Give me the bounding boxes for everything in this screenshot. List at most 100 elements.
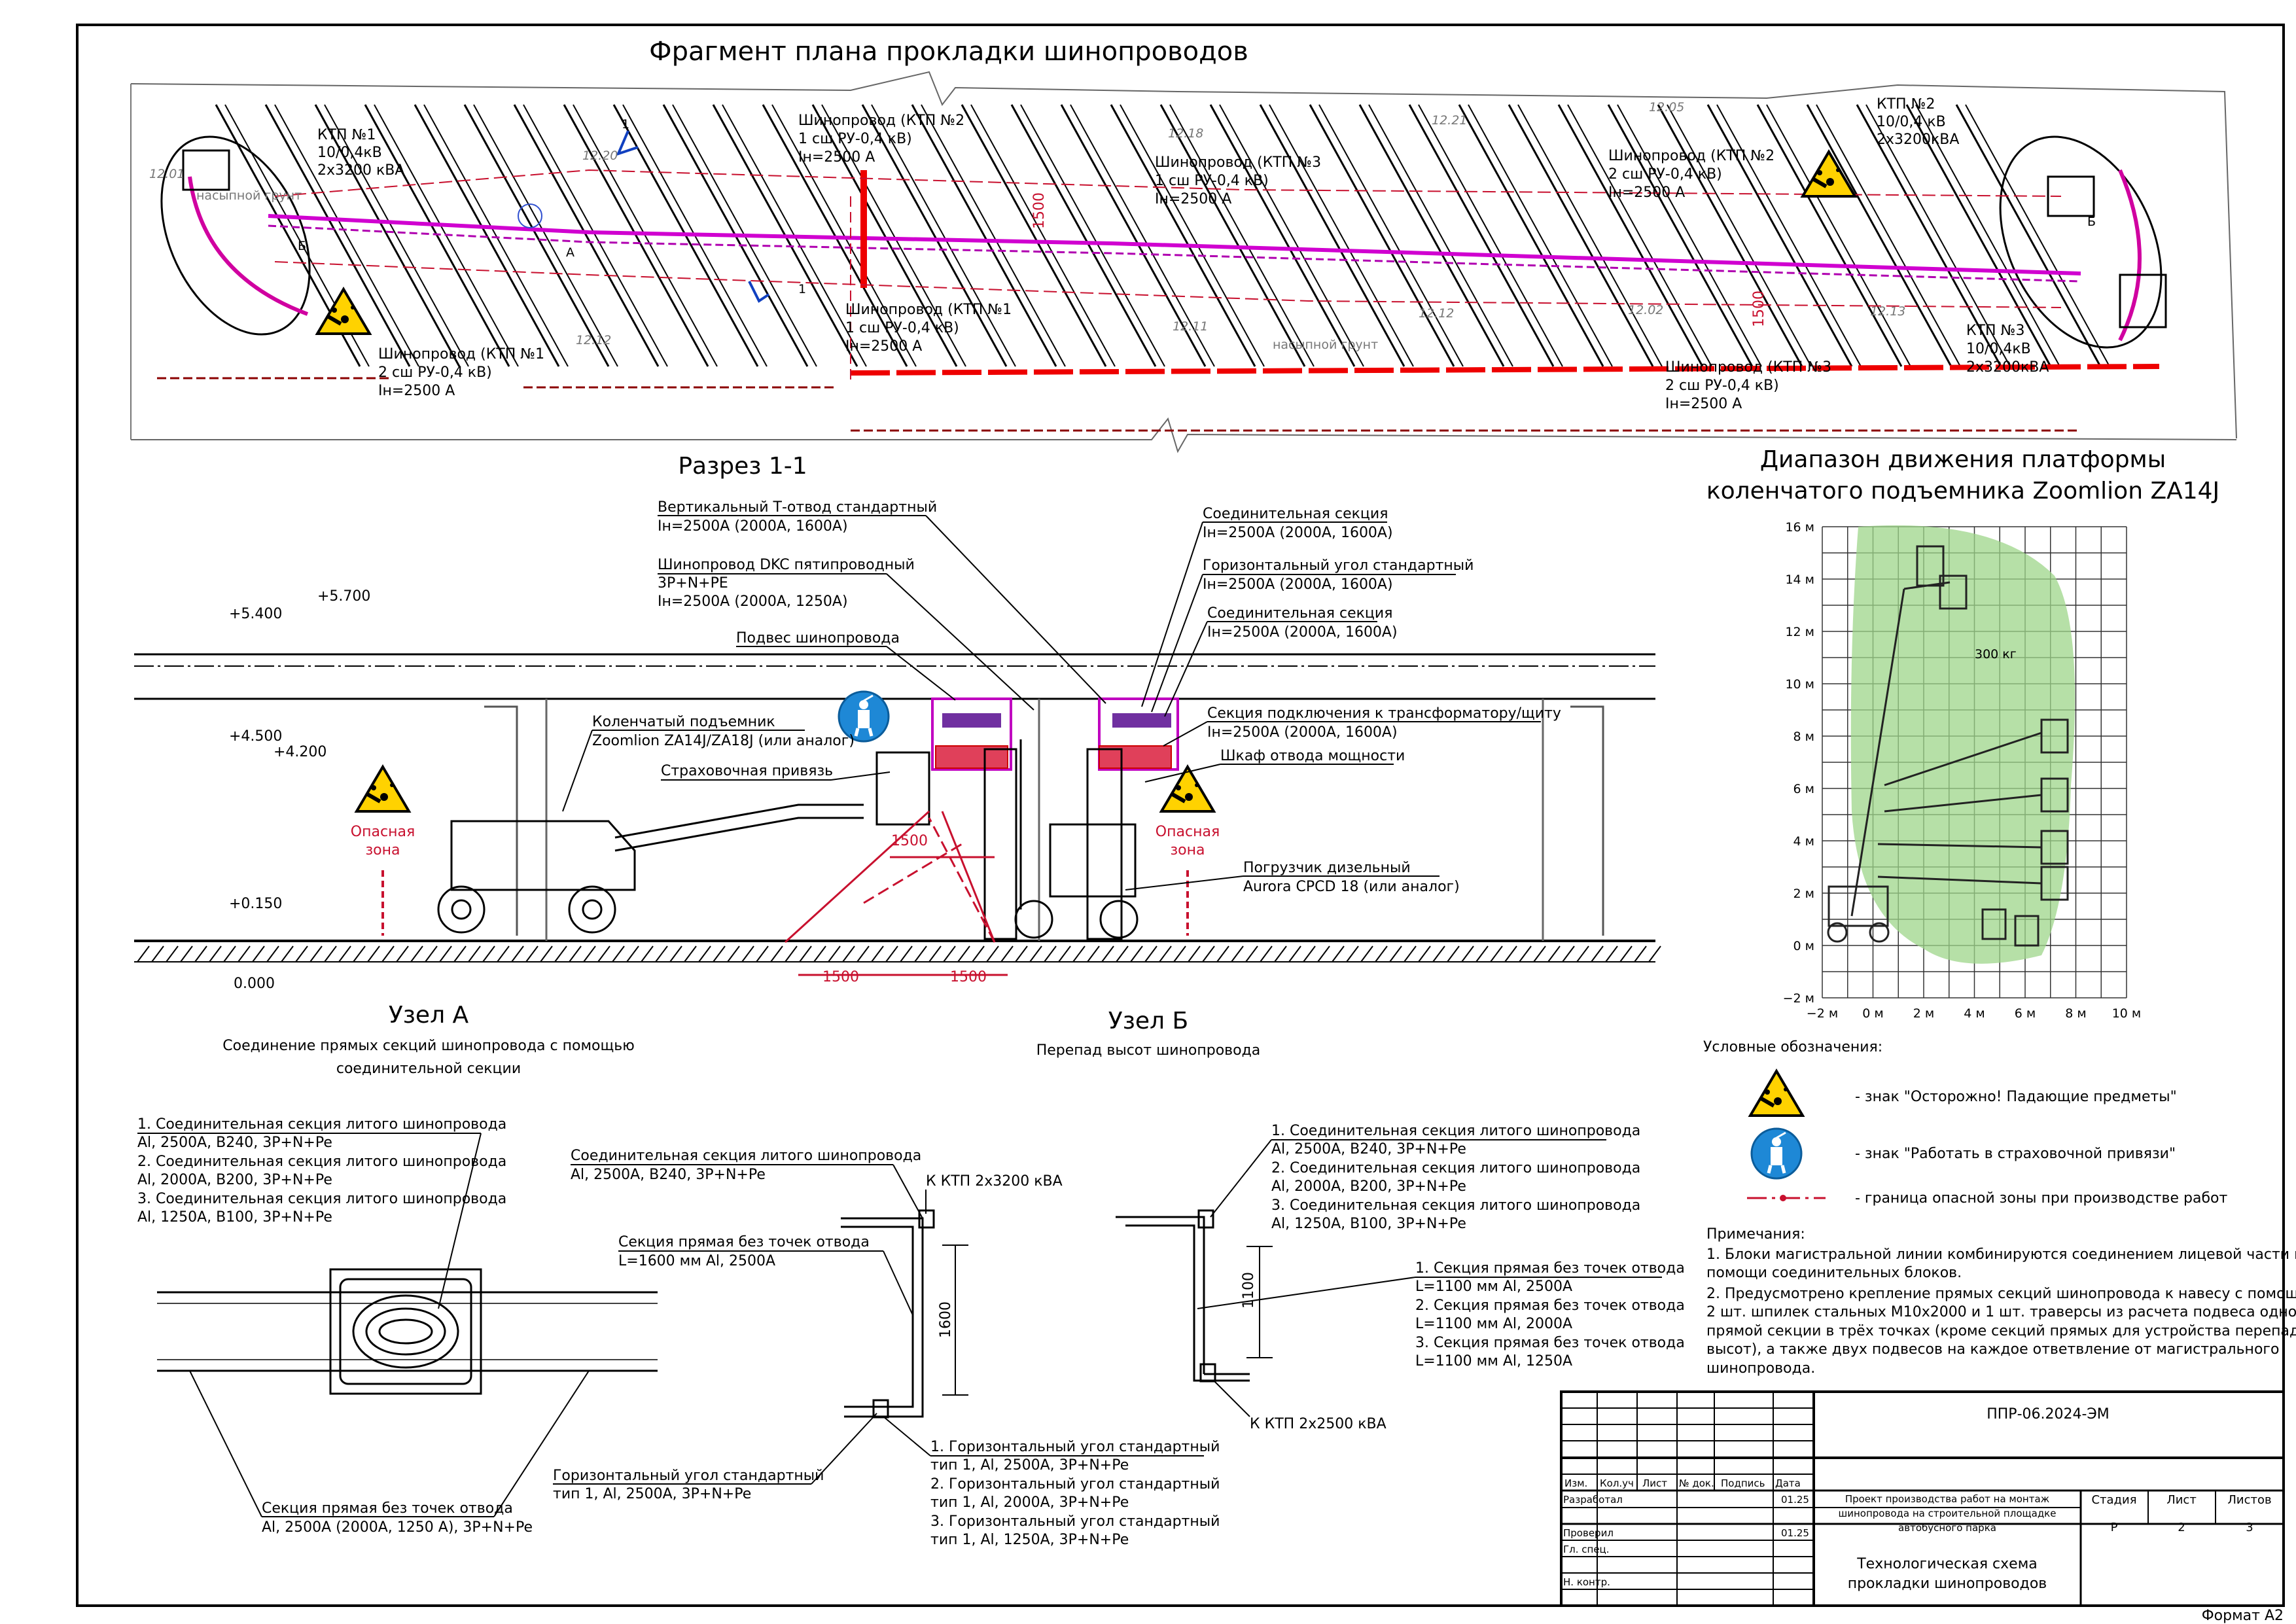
svg-text:0.000: 0.000 — [234, 976, 275, 992]
chart-y-tick: 6 м — [1793, 782, 1814, 796]
svg-text:12.11: 12.11 — [1173, 319, 1208, 334]
svg-text:Узел А: Узел А — [389, 1002, 469, 1029]
chart-x-tick: −2 м — [1807, 1006, 1838, 1021]
forklift — [1014, 739, 1139, 939]
svg-text:3. Соединительная секция литог: 3. Соединительная секция литого шинопров… — [1271, 1197, 1640, 1214]
svg-text:Кол.уч: Кол.уч — [1600, 1477, 1634, 1489]
svg-text:01.25: 01.25 — [1781, 1527, 1809, 1539]
svg-text:насыпной грунт: насыпной грунт — [1273, 338, 1378, 352]
svg-text:1100: 1100 — [1241, 1272, 1257, 1309]
svg-text:Al, 1250А, B100, 3P+N+Pe: Al, 1250А, B100, 3P+N+Pe — [1271, 1216, 1466, 1232]
svg-text:Iн=2500А (2000А, 1600А): Iн=2500А (2000А, 1600А) — [1203, 576, 1393, 593]
svg-text:Горизонтальный угол стандартны: Горизонтальный угол стандартный — [1203, 557, 1474, 574]
format-label: Формат А2 — [2202, 1608, 2284, 1624]
svg-text:тип 1, Al, 2000А, 3P+N+Pe: тип 1, Al, 2000А, 3P+N+Pe — [930, 1494, 1129, 1511]
svg-text:К КТП 2х2500 кВА: К КТП 2х2500 кВА — [1250, 1416, 1386, 1432]
svg-text:1500: 1500 — [1751, 291, 1767, 327]
svg-text:Изм.: Изм. — [1564, 1477, 1587, 1489]
svg-text:ППР-06.2024-ЭМ: ППР-06.2024-ЭМ — [1987, 1406, 2110, 1422]
svg-text:2 сш РУ-0,4 кВ): 2 сш РУ-0,4 кВ) — [1608, 166, 1722, 183]
svg-text:L=1100 мм Al, 1250А: L=1100 мм Al, 1250А — [1415, 1353, 1572, 1369]
svg-text:12.12: 12.12 — [576, 333, 611, 347]
svg-text:Iн=2500 А: Iн=2500 А — [1665, 396, 1742, 412]
plan-title: Фрагмент плана прокладки шинопроводов — [649, 37, 1248, 67]
title-block: ППР-06.2024-ЭМ Изм. Кол.уч Лист № док. П… — [1560, 1390, 2285, 1607]
svg-text:+5.400: +5.400 — [229, 606, 282, 622]
chart-x-tick: 4 м — [1964, 1006, 1985, 1021]
svg-text:Al, 2000А, B200, 3P+N+Pe: Al, 2000А, B200, 3P+N+Pe — [137, 1172, 332, 1188]
svg-text:Соединительная секция: Соединительная секция — [1207, 605, 1392, 622]
label-bus-ktp1-2: Шинопровод (КТП №1 2 сш РУ-0,4 кВ) Iн=25… — [378, 346, 544, 399]
svg-text:1: 1 — [798, 282, 806, 296]
svg-text:А: А — [566, 245, 574, 260]
svg-text:Соединение прямых секций шиноп: Соединение прямых секций шинопровода с п… — [222, 1038, 634, 1054]
node-b: Узел Б Перепад высот шинопровода Соедини… — [553, 1008, 1685, 1548]
svg-text:Погрузчик дизельный: Погрузчик дизельный — [1243, 860, 1411, 876]
svg-text:Iн=2500 А: Iн=2500 А — [845, 338, 922, 355]
svg-text:шинопровода на строительной пл: шинопровода на строительной площадке — [1839, 1508, 2057, 1519]
svg-text:1. Блоки магистральной линии к: 1. Блоки магистральной линии комбинируют… — [1706, 1246, 2296, 1263]
svg-text:Iн=2500 А: Iн=2500 А — [1155, 191, 1231, 207]
svg-text:3: 3 — [2246, 1521, 2253, 1534]
svg-text:Соединительная секция: Соединительная секция — [1203, 506, 1388, 522]
svg-text:Iн=2500А (2000А, 1600А): Iн=2500А (2000А, 1600А) — [1207, 624, 1398, 641]
svg-text:Iн=2500А (2000А, 1250А): Iн=2500А (2000А, 1250А) — [658, 593, 848, 610]
svg-text:Перепад высот шинопровода: Перепад высот шинопровода — [1036, 1042, 1261, 1059]
svg-text:Коленчатый подъемник: Коленчатый подъемник — [592, 714, 775, 730]
chart-y-tick: 2 м — [1793, 887, 1814, 901]
svg-text:Подпись: Подпись — [1721, 1477, 1765, 1489]
svg-text:Н. контр.: Н. контр. — [1563, 1576, 1610, 1588]
svg-text:12.12: 12.12 — [1419, 306, 1454, 321]
svg-text:Iн=2500А (2000А, 1600А): Iн=2500А (2000А, 1600А) — [1203, 525, 1393, 541]
svg-text:тип 1, Al, 2500А, 3P+N+Pe: тип 1, Al, 2500А, 3P+N+Pe — [930, 1457, 1129, 1474]
svg-text:Горизонтальный угол стандартны: Горизонтальный угол стандартный — [553, 1468, 824, 1484]
svg-text:1500: 1500 — [1031, 192, 1048, 229]
svg-text:Примечания:: Примечания: — [1706, 1226, 1805, 1243]
svg-text:1500: 1500 — [822, 969, 859, 985]
svg-text:10/0,4кВ: 10/0,4кВ — [1966, 341, 2031, 357]
svg-text:Aurora CPCD 18 (или аналог): Aurora CPCD 18 (или аналог) — [1243, 879, 1460, 895]
svg-text:шинопровода.: шинопровода. — [1706, 1360, 1815, 1377]
svg-text:Страховочная привязь: Страховочная привязь — [661, 763, 833, 779]
svg-text:+0.150: +0.150 — [229, 896, 282, 912]
svg-text:Iн=2500 А: Iн=2500 А — [798, 149, 875, 166]
svg-text:помощи соединительных блоков.: помощи соединительных блоков. — [1706, 1265, 1962, 1281]
svg-text:L=1600 мм Al, 2500А: L=1600 мм Al, 2500А — [618, 1253, 775, 1269]
svg-text:L=1100 мм Al, 2000А: L=1100 мм Al, 2000А — [1415, 1316, 1572, 1332]
svg-text:Б: Б — [2087, 215, 2096, 229]
svg-text:+5.700: +5.700 — [317, 588, 370, 605]
reach-envelope — [1850, 525, 2075, 964]
svg-text:Дата: Дата — [1775, 1477, 1801, 1489]
svg-text:2х3200кВА: 2х3200кВА — [1966, 359, 2049, 376]
svg-text:Условные обозначения:: Условные обозначения: — [1703, 1039, 1882, 1055]
svg-text:3. Секция прямая без точек отв: 3. Секция прямая без точек отвода — [1415, 1335, 1685, 1351]
svg-text:1: 1 — [622, 117, 629, 132]
plan-view: Фрагмент плана прокладки шинопроводов — [130, 37, 2237, 453]
svg-text:Al, 1250А, B100, 3P+N+Pe: Al, 1250А, B100, 3P+N+Pe — [137, 1209, 332, 1226]
svg-text:Подвес шинопровода: Подвес шинопровода — [736, 630, 900, 646]
svg-text:Диапазон движения платформы: Диапазон движения платформы — [1760, 446, 2166, 473]
svg-text:Al, 2500А, B240, 3P+N+Pe: Al, 2500А, B240, 3P+N+Pe — [137, 1135, 332, 1151]
svg-text:Вертикальный Т-отвод стандартн: Вертикальный Т-отвод стандартный — [658, 499, 937, 516]
svg-text:- знак "Работать в страховочно: - знак "Работать в страховочной привязи" — [1855, 1146, 2176, 1162]
svg-text:Технологическая схема: Технологическая схема — [1856, 1556, 2038, 1572]
svg-text:Секция прямая без точек отвода: Секция прямая без точек отвода — [262, 1500, 513, 1517]
svg-text:3. Горизонтальный угол стандар: 3. Горизонтальный угол стандартный — [930, 1513, 1220, 1530]
svg-text:автобусного парка: автобусного парка — [1898, 1522, 1996, 1534]
svg-text:12.01: 12.01 — [149, 167, 185, 181]
svg-text:коленчатого подъемника Zoomlio: коленчатого подъемника Zoomlion ZA14J — [1706, 478, 2219, 504]
sheet-frame — [76, 24, 2285, 1607]
chart-y-tick: 10 м — [1785, 677, 1814, 692]
chart-x-tick: 10 м — [2112, 1006, 2142, 1021]
svg-text:01.25: 01.25 — [1781, 1494, 1809, 1506]
legend: Условные обозначения: - знак "Осторожно!… — [1703, 1039, 2227, 1207]
notes: Примечания: 1. Блоки магистральной линии… — [1706, 1226, 2296, 1377]
svg-text:Секция прямая без точек отвода: Секция прямая без точек отвода — [618, 1234, 870, 1250]
svg-text:1 сш РУ-0,4 кВ): 1 сш РУ-0,4 кВ) — [845, 320, 959, 336]
svg-text:12.18: 12.18 — [1168, 126, 1203, 141]
chart-y-tick: 0 м — [1793, 939, 1814, 953]
svg-text:1 сш РУ-0,4 кВ): 1 сш РУ-0,4 кВ) — [798, 131, 912, 147]
svg-text:1500: 1500 — [950, 969, 987, 985]
svg-text:12.13: 12.13 — [1870, 304, 1905, 319]
svg-text:КТП №2: КТП №2 — [1877, 96, 1935, 113]
